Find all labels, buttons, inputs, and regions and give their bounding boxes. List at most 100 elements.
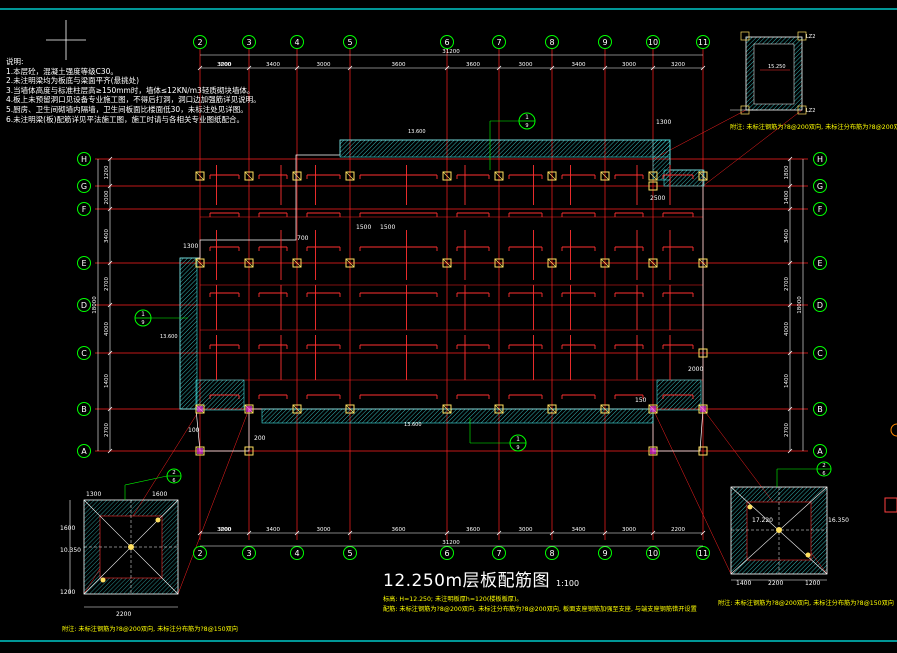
- axis-row-label-C-1: C: [817, 349, 823, 358]
- column-special-70: [700, 406, 706, 412]
- title-note-2: 配筋: 未标注钢筋为?8@200双向, 未标注分布筋为?8@200双向, 板面支…: [383, 606, 697, 613]
- dim-right-total: 18000: [797, 296, 803, 314]
- axis-col-label-6-0: 6: [444, 38, 449, 47]
- dim-right-tick-2: [787, 206, 793, 212]
- column-12: [292, 171, 302, 181]
- column-x-43: [600, 171, 610, 181]
- column-16: [292, 404, 302, 414]
- dim-bottom-total: 31200: [442, 540, 460, 546]
- axis-col-bubble-6-1: [440, 546, 454, 560]
- dim-bottom-value-1: 3000: [218, 527, 232, 533]
- label-700: 700: [297, 235, 309, 242]
- axis-col-bubble-4-0: [290, 35, 304, 49]
- dim-top-tick-6: [549, 65, 555, 71]
- column-x-7: [244, 171, 254, 181]
- detail-left-dim-top-0: 1300: [86, 491, 101, 498]
- callout-1: 1 9: [489, 112, 536, 170]
- column-special-69: [650, 406, 656, 412]
- column-60: [195, 446, 205, 456]
- dim-top-value-0: 3200: [217, 62, 231, 68]
- dim-right-value-5: 1400: [784, 374, 790, 388]
- detail-left: 2 6 1300 1600 2200 1600 1200 10.350: [60, 468, 182, 618]
- label-13600-a: 13.600: [408, 129, 426, 135]
- drawing-title: 12.250m层板配筋图: [383, 571, 551, 591]
- column-x-23: [345, 404, 355, 414]
- axis-col-label-2-1: 2: [197, 549, 202, 558]
- axis-col-bubble-11-0: [696, 35, 710, 49]
- column-x-31: [494, 171, 504, 181]
- dim-left-total: 18000: [92, 296, 98, 314]
- axis-col-bubble-10-0: [646, 35, 660, 49]
- column-32: [494, 258, 504, 268]
- axis-col-label-7-0: 7: [496, 38, 501, 47]
- axis-row-bubble-G-1: [813, 179, 827, 193]
- column-10: [244, 404, 254, 414]
- axis-row-bubble-F-1: [813, 202, 827, 216]
- dim-top-value-5: 3600: [466, 62, 480, 68]
- dim-bottom-value-3: 3000: [317, 527, 331, 533]
- axis-row-label-D-1: D: [817, 301, 823, 310]
- axis-row-label-F-1: F: [818, 205, 823, 214]
- column-52: [648, 404, 658, 414]
- detail-right-dim-0: 1400: [736, 580, 751, 587]
- axis-row-label-B-1: B: [817, 405, 823, 414]
- column-26: [442, 258, 452, 268]
- dim-bottom-tick-8: [650, 530, 656, 536]
- dim-top-value-9: 3200: [671, 62, 685, 68]
- axis-row-label-A-0: A: [81, 447, 87, 456]
- callout-2: 1 9: [134, 309, 188, 327]
- axis-col-label-4-0: 4: [294, 38, 299, 47]
- column-x-1: [195, 171, 205, 181]
- notes-title: 说明:: [6, 57, 24, 66]
- axis-row-label-E-1: E: [817, 259, 822, 268]
- dim-right-value-6: 2700: [784, 423, 790, 437]
- dim-top-value-6: 3000: [519, 62, 533, 68]
- column-x-27: [442, 258, 452, 268]
- column-28: [442, 404, 452, 414]
- column-x-45: [600, 258, 610, 268]
- axis-col-label-6-1: 6: [444, 549, 449, 558]
- detail-top-right-tag-b: LZ2: [806, 108, 815, 114]
- column-x-41: [547, 404, 557, 414]
- column-4: [195, 404, 205, 414]
- axis-col-bubble-2-0: [193, 35, 207, 49]
- axis-row-label-E-0: E: [81, 259, 86, 268]
- dim-bottom-value-8: 3000: [622, 527, 636, 533]
- detail-top-right: 15.250 LZ2 LZ2: [730, 31, 815, 115]
- axis-row-bubble-F-0: [77, 202, 91, 216]
- axis-row-label-C-0: C: [81, 349, 87, 358]
- dim-bottom-value-7: 3400: [572, 527, 586, 533]
- dim-left-value-2: 3400: [104, 229, 110, 243]
- axis-col-label-11-0: 11: [698, 38, 708, 47]
- dim-left-tick-7: [107, 448, 113, 454]
- axis-row-label-H-1: H: [817, 155, 823, 164]
- axis-row-label-G-0: G: [81, 182, 87, 191]
- axis-row-bubble-C-1: [813, 346, 827, 360]
- axis-col-bubble-3-0: [242, 35, 256, 49]
- label-100: 100: [188, 427, 200, 434]
- callout-3-num: 1: [516, 436, 520, 443]
- dim-right-tick-3: [787, 260, 793, 266]
- column-x-39: [547, 258, 557, 268]
- dim-left-value-4: 4000: [104, 322, 110, 336]
- dim-bottom-value-2: 3400: [266, 527, 280, 533]
- dim-top-value-8: 3000: [622, 62, 636, 68]
- dim-left-value-1: 2000: [104, 190, 110, 204]
- column-marks: [195, 171, 708, 456]
- column-48: [648, 171, 658, 181]
- column-14: [292, 258, 302, 268]
- column-66: [698, 348, 708, 358]
- column-x-55: [698, 171, 708, 181]
- axis-row-label-B-0: B: [81, 405, 87, 414]
- slab-bottom-strip: [261, 408, 654, 424]
- label-13600-c: 13.600: [404, 422, 422, 428]
- detail-right-dim-1: 2200: [768, 580, 783, 587]
- column-38: [547, 258, 557, 268]
- dim-top-total: 31200: [442, 49, 460, 55]
- column-65: [648, 258, 658, 268]
- notes-item-5: 5.厨房、卫生间砌墙内隔墙，卫生间板面比楼面低30，未标注处见详图。: [6, 104, 248, 114]
- callout-1-num: 1: [525, 114, 529, 121]
